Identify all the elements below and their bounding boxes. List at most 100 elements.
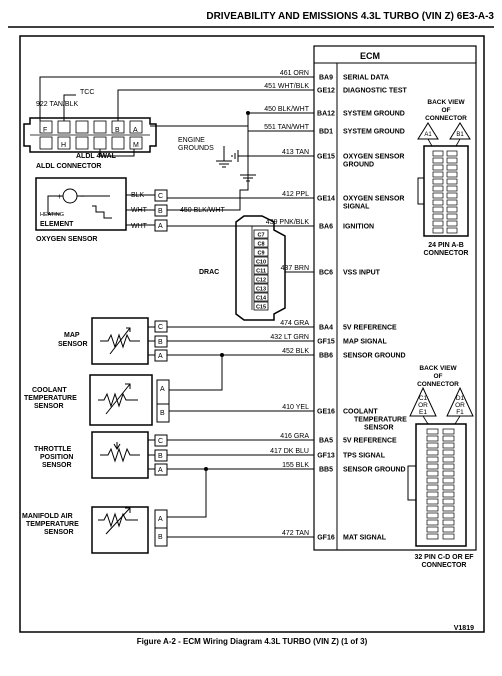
map-internal-wires	[148, 326, 155, 356]
coolant-pin-a: A	[160, 386, 165, 393]
cd-pin-cavity	[442, 491, 455, 498]
ab-back-view-3: CONNECTOR	[425, 115, 467, 122]
cd-pin-cavity	[426, 526, 439, 533]
mat-pin-b: B	[158, 534, 163, 541]
ecm-wire-label: 437 BRN	[281, 265, 309, 272]
drac-cell	[253, 238, 269, 248]
cd-right-1: D1	[456, 395, 465, 402]
cd-pin-cavity	[426, 435, 439, 442]
ecm-pin-id: GF16	[317, 535, 335, 542]
ecm-pin-id: BD1	[319, 129, 333, 136]
ab-pin-grid	[432, 150, 458, 234]
ecm-wire-label: 439 PNK/BLK	[266, 219, 310, 226]
ecm-label: ECM	[360, 51, 380, 61]
ecm-pin-id: GF15	[317, 339, 335, 346]
coolant-sensor-arrow	[105, 383, 131, 415]
ab-pointer-right	[455, 138, 461, 147]
ab-pin-cavity	[446, 192, 458, 199]
engine-grounds-line1: ENGINE	[178, 137, 205, 144]
drac-cell-label: C15	[256, 305, 266, 311]
ecm-wire-label: 413 TAN	[282, 149, 309, 156]
cd-pin-cavity	[426, 442, 439, 449]
cd-pin-cavity	[442, 470, 455, 477]
drac-cell	[253, 256, 269, 266]
cd-pin-cavity	[426, 470, 439, 477]
ab-connector-body	[423, 145, 469, 237]
ecm-function-label: SYSTEM GROUND	[343, 129, 405, 136]
tps-pin-b: B	[158, 453, 163, 460]
mat-label-1: MANIFOLD AIR	[22, 513, 73, 520]
ecm-pin-id: GE15	[317, 154, 335, 161]
ecm-function-label: SERIAL DATA	[343, 75, 389, 82]
map-sensor-arrow	[109, 327, 131, 355]
aldl-connector: F H B A M	[23, 117, 157, 153]
engine-grounds-line2: GROUNDS	[178, 145, 214, 152]
cd-pin-cavity	[426, 428, 439, 435]
ecm-pin-id: GE12	[317, 88, 335, 95]
map-pin-a: A	[158, 353, 163, 360]
ecm-pin-id: GE14	[317, 196, 335, 203]
map-pin-c: C	[158, 324, 163, 331]
ecm-function-label-line2: SIGNAL	[343, 204, 370, 211]
cd-pin-cavity	[426, 512, 439, 519]
drac-cell	[253, 229, 269, 239]
cd-pin-cavity	[442, 484, 455, 491]
oxygen-sensor-box	[35, 177, 127, 231]
ab-pin-cavity	[432, 157, 444, 164]
tps-internal-wires	[148, 439, 155, 470]
drac-cell-label: C11	[256, 269, 266, 275]
ecm-pin-id: BB6	[319, 353, 333, 360]
ecm-wire-label: 432 LT GRN	[270, 334, 309, 341]
ab-pin-cavity	[432, 164, 444, 171]
wire-451-wht-blk	[117, 89, 314, 121]
o2-pin-a: A	[158, 223, 163, 230]
oxygen-sensor-symbol	[62, 188, 78, 204]
cd-pointer-right	[454, 415, 461, 425]
ecm-wire-label: 416 GRA	[280, 433, 309, 440]
ab-pin-cavity	[432, 178, 444, 185]
ecm-function-label: VSS INPUT	[343, 270, 381, 277]
splice	[220, 353, 224, 357]
coolant-ground-wire	[169, 355, 223, 391]
ab-connector-tab	[417, 177, 425, 205]
cd-pin-cavity	[426, 477, 439, 484]
ab-pin-cavity	[446, 178, 458, 185]
ecm-pin-id: BC6	[319, 270, 333, 277]
tps-label-3: SENSOR	[42, 462, 72, 469]
ab-pin-cavity	[432, 220, 444, 227]
cd-pin-cavity	[426, 484, 439, 491]
ab-pin-cavity	[446, 157, 458, 164]
wire-tcc	[63, 94, 76, 121]
mat-ground-wire	[167, 469, 207, 518]
ecm-pin-id: BB5	[319, 467, 333, 474]
ecm-function-label-line3: SENSOR	[364, 425, 394, 432]
tps-pin-c: C	[158, 438, 163, 445]
ecm-function-label: MAP SIGNAL	[343, 339, 388, 346]
drac-label: DRAC	[199, 269, 219, 276]
aldl-cell	[75, 136, 89, 150]
tps-wiper	[113, 442, 121, 450]
ab-pin-cavity	[446, 199, 458, 206]
cd-pin-cavity	[442, 526, 455, 533]
cd-pin-cavity	[426, 449, 439, 456]
cd-pin-cavity	[426, 519, 439, 526]
ab-pin-cavity	[446, 171, 458, 178]
ecm-wire-label: 410 YEL	[282, 404, 309, 411]
ecm-function-label-line2: GROUND	[343, 162, 374, 169]
ab-pin-cavity	[432, 185, 444, 192]
ab-back-view-2: OF	[441, 107, 450, 114]
ecm-wire-label: 417 DK BLU	[270, 448, 309, 455]
cd-right-3: F1	[456, 409, 464, 416]
ecm-function-label: OXYGEN SENSOR	[343, 196, 404, 203]
cd-caption-2: CONNECTOR	[422, 562, 467, 569]
map-sensor-resistor	[100, 333, 140, 349]
aldl-pin-a: A	[133, 127, 138, 134]
ab-caption-2: CONNECTOR	[424, 250, 469, 257]
ecm-wire-label: 472 TAN	[282, 530, 309, 537]
ecm-function-label-line2: TEMPERATURE	[354, 417, 407, 424]
mat-sensor-box	[91, 506, 149, 554]
ecm-wire-label: 474 GRA	[280, 320, 309, 327]
aldl-cell	[93, 136, 107, 150]
